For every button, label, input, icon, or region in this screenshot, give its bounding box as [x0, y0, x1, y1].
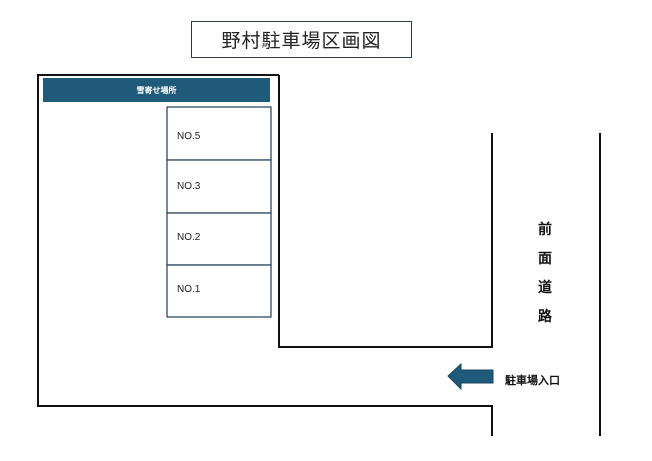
lot-boundary-line [37, 74, 493, 436]
page-title: 野村駐車場区画図 [191, 21, 412, 58]
parking-slot-box [166, 106, 272, 161]
front-road-char: 前 [538, 222, 552, 238]
front-road-label: 前 面 道 路 [530, 216, 560, 332]
left-arrow-icon [447, 362, 494, 391]
snow-area-bar [43, 78, 270, 102]
parking-slot-no3: NO.3 [177, 180, 201, 192]
parking-slot-no5: NO.5 [177, 130, 201, 142]
front-road-char: 面 [538, 251, 552, 267]
front-road-char: 道 [538, 280, 552, 296]
parking-slot-no2: NO.2 [177, 231, 201, 243]
lot-inner-boundary-line [278, 75, 493, 348]
entrance-label: 駐車場入口 [505, 374, 560, 387]
parking-slot-no1: NO.1 [177, 283, 201, 295]
front-road-char: 路 [538, 309, 552, 325]
parking-slot-box [166, 264, 272, 318]
snow-area-label: 雪寄せ場所 [136, 85, 177, 95]
